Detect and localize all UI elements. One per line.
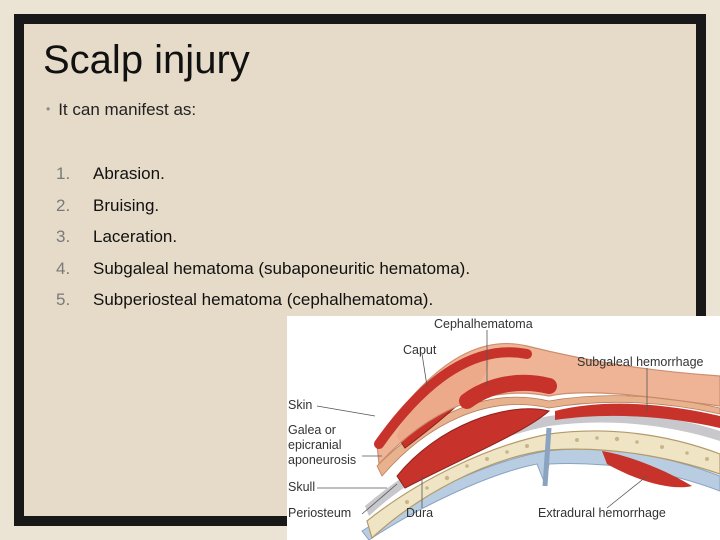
cephalhematoma-core <box>459 374 557 409</box>
list-item: 5. Subperiosteal hematoma (cephalhematoma… <box>56 290 470 322</box>
scalp-diagram: Cephalhematoma Caput Subgaleal hemorrhag… <box>288 317 720 540</box>
suture <box>542 427 552 487</box>
list-text: Subperiosteal hematoma (cephalhematoma). <box>93 290 434 309</box>
leader-lines <box>316 330 648 515</box>
list-text: Abrasion. <box>93 164 165 183</box>
label-subgaleal: Subgaleal hemorrhage <box>577 355 704 369</box>
caput-swelling <box>374 347 532 449</box>
bullet-icon: • <box>46 102 51 116</box>
skull-texture <box>405 436 709 504</box>
list-item: 3. Laceration. <box>56 227 470 259</box>
list-text: Laceration. <box>93 227 178 246</box>
list-item: 4. Subgaleal hematoma (subaponeuritic hem… <box>56 259 470 291</box>
label-galea-1: Galea or <box>288 423 336 437</box>
skull-layer <box>366 430 720 540</box>
galea-layer <box>376 395 720 477</box>
injury-list: 1. Abrasion. 2. Bruising. 3. Laceration. 4.… <box>56 164 470 322</box>
label-skull: Skull <box>288 480 315 494</box>
extradural-hemorrhage <box>602 451 692 488</box>
label-dura: Dura <box>406 506 433 520</box>
intro-line: • It can manifest as: <box>46 100 196 120</box>
label-galea-3: aponeurosis <box>288 453 356 467</box>
scalp-anatomy-figure: Cephalhematoma Caput Subgaleal hemorrhag… <box>287 316 720 540</box>
list-item: 2. Bruising. <box>56 196 470 228</box>
cephalhematoma <box>396 408 551 489</box>
slide-title: Scalp injury <box>43 38 250 82</box>
list-text: Bruising. <box>93 195 160 215</box>
list-item: 1. Abrasion. <box>56 164 470 196</box>
list-number: 5. <box>56 290 71 309</box>
intro-text: It can manifest as: <box>58 100 197 119</box>
label-periosteum: Periosteum <box>288 506 351 520</box>
label-caput: Caput <box>403 343 437 357</box>
list-number: 4. <box>56 258 71 278</box>
list-number: 1. <box>56 164 71 183</box>
label-skin: Skin <box>288 398 312 412</box>
list-text: Subgaleal hematoma (subaponeuritic hemat… <box>93 258 471 278</box>
label-extradural: Extradural hemorrhage <box>538 506 666 520</box>
list-number: 3. <box>56 227 71 246</box>
label-galea-2: epicranial <box>288 438 342 452</box>
subgaleal-hemorrhage <box>555 403 720 428</box>
label-cephalhematoma: Cephalhematoma <box>434 317 533 331</box>
list-number: 2. <box>56 195 71 215</box>
